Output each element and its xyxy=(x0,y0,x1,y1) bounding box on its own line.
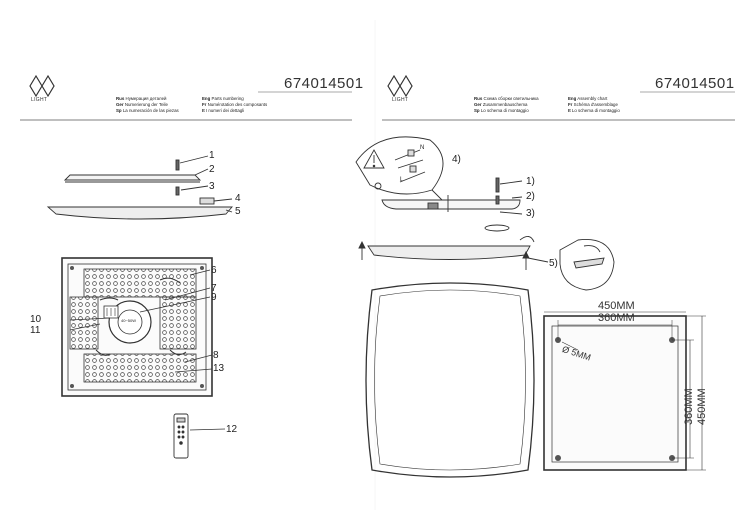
part-number-2: 2 xyxy=(209,164,215,175)
remote-control xyxy=(173,413,189,459)
part-number-1: 1 xyxy=(209,150,215,161)
header-line: Eng Assembly chart xyxy=(568,96,608,101)
header-block-left: Rus Нумерация деталей Ger Numerierung de… xyxy=(116,96,179,114)
driver-label: 40~50W xyxy=(121,318,137,323)
brand-logo-right xyxy=(387,74,413,98)
header-line: Rus Схема сборки светильника xyxy=(474,96,539,101)
part-number-7: 7 xyxy=(211,283,217,294)
brand-logo xyxy=(29,74,55,98)
header-line: Ger Numerierung der Teile xyxy=(116,102,168,107)
header-line: Eng Parts numbering xyxy=(202,96,244,101)
step-label-1: 1) xyxy=(526,176,535,187)
mounting-plate-side-right xyxy=(381,177,523,232)
diffuser-assembly xyxy=(358,236,549,270)
header-line: Rus Нумерация деталей xyxy=(116,96,167,101)
header-block-right-2: Eng Assembly chart Fr Schéma d'assemblag… xyxy=(568,96,620,114)
product-code: 674014501 xyxy=(284,75,364,92)
part-number-13: 13 xyxy=(213,363,225,374)
part-number-11: 11 xyxy=(30,325,41,336)
header-line: It I numeri dei dettagli xyxy=(202,108,245,113)
wire-label-l: L xyxy=(400,177,404,183)
step-label-4: 4) xyxy=(452,154,461,165)
part-number-8: 8 xyxy=(213,350,219,361)
dim-inner-height: 360MM xyxy=(683,388,695,425)
panel-top-view xyxy=(61,257,213,397)
brand-label: LIGHT xyxy=(31,97,48,103)
brand-label-right: LIGHT xyxy=(392,97,409,103)
mounting-dimension-drawing xyxy=(543,311,706,471)
leader-lines xyxy=(69,269,226,431)
part-number-3: 3 xyxy=(209,181,215,192)
clip-detail-circle xyxy=(559,239,615,291)
dim-outer-height: 450MM xyxy=(696,388,708,425)
dim-outer-width: 450MM xyxy=(598,300,635,312)
part-number-4: 4 xyxy=(235,193,241,204)
step-label-5: 5) xyxy=(549,258,558,269)
part-number-10: 10 xyxy=(30,314,42,325)
part-number-12: 12 xyxy=(226,424,238,435)
diffuser-top-view xyxy=(365,282,535,478)
product-code-right: 674014501 xyxy=(655,75,735,92)
wire-label-n: N xyxy=(420,145,425,151)
wiring-callout xyxy=(355,136,451,209)
diffuser-side-view xyxy=(46,206,233,220)
header-line: Ger Zusammenbauschema xyxy=(474,102,528,107)
header-line: Fr Schéma d'assemblage xyxy=(568,102,618,107)
part-number-9: 9 xyxy=(211,292,217,303)
step-label-2: 2) xyxy=(526,191,535,202)
part-number-5: 5 xyxy=(235,206,241,217)
dim-inner-width: 360MM xyxy=(598,312,635,324)
part-number-6: 6 xyxy=(211,265,217,276)
mounting-clip xyxy=(199,197,233,205)
step-label-3: 3) xyxy=(526,208,535,219)
header-line: Sp Lo schema di montaggio xyxy=(474,108,529,113)
header-line: It Lo schema di montaggio xyxy=(568,108,620,113)
header-line: Fr Numérotation des composants xyxy=(202,102,268,107)
header-block-left-2: Eng Parts numbering Fr Numérotation des … xyxy=(202,96,267,114)
ceiling-plate-side-view xyxy=(63,155,209,196)
header-block-right: Rus Схема сборки светильника Ger Zusamme… xyxy=(474,96,539,114)
header-line: Sp La numeración de las piezas xyxy=(116,108,179,113)
